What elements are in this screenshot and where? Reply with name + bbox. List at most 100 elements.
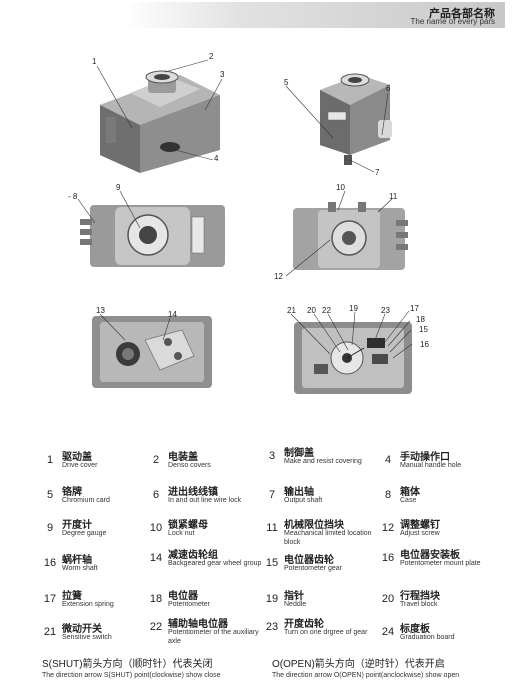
part-name-en: Lock nut	[168, 530, 195, 537]
part-name-en: Manual handle hole	[400, 462, 462, 469]
page-title-en: The name of every pars	[410, 17, 495, 26]
callout-20: 20	[307, 306, 316, 315]
part-item: 8 箱体 Case	[380, 483, 498, 519]
part-name-en: Degree gauge	[62, 530, 107, 537]
header-band: 产品各部名称 The name of every pars	[0, 0, 515, 30]
part-item: 18 电位器 Potentometer	[148, 587, 266, 623]
part-item: 10 锁紧螺母 Lock nut	[148, 516, 266, 552]
callout-16: 16	[420, 340, 429, 349]
part-item: 7 输出轴 Output shaft	[264, 483, 382, 519]
part-number: 24	[381, 626, 395, 638]
part-name-cn: 电装盖	[168, 452, 198, 463]
part-name-cn: 输出轴	[284, 487, 314, 498]
part-number: 21	[43, 626, 57, 638]
part-name-en: Output shaft	[284, 497, 323, 504]
callout-15: 15	[419, 325, 428, 334]
part-item: 14 减速齿轮组 Backgeared gear wheel group	[148, 546, 266, 582]
part-item: 19 指针 Neddle	[264, 587, 382, 623]
shut-note-cn: S(SHUT)箭头方向（顺时针）代表关闭	[42, 659, 213, 670]
part-number: 17	[43, 593, 57, 605]
part-number: 18	[149, 593, 163, 605]
part-name-en: Denso covers	[168, 462, 211, 469]
part-name-en: Worm shaft	[62, 565, 98, 572]
actuator-top-view	[80, 205, 225, 267]
shut-note-en: The direction arrow S(SHUT) point(clockw…	[42, 672, 221, 679]
part-name-cn: 辅助轴电位器	[168, 619, 228, 630]
callout-3: 3	[220, 70, 225, 79]
callout-18: 18	[416, 315, 425, 324]
open-note-cn: O(OPEN)箭头方向（逆时针）代表开启	[272, 659, 445, 670]
part-name-cn: 电位器	[168, 591, 198, 602]
part-number: 12	[381, 522, 395, 534]
part-name-en: Potentiometer of the auxiliary axle	[168, 629, 259, 645]
callout-13: 13	[96, 306, 105, 315]
part-name-en: Backgeared gear wheel group	[168, 560, 262, 567]
part-name-en: Chromium card	[62, 497, 110, 504]
part-name-cn: 开度齿轮	[284, 619, 324, 630]
header-band-shape	[124, 2, 505, 28]
callout-12: 12	[274, 272, 283, 281]
callout-5: 5	[284, 78, 289, 87]
part-name-en: Adjust screw	[400, 530, 440, 537]
leader-lines	[77, 59, 413, 359]
part-item: 5 铬牌 Chromium card	[42, 483, 160, 519]
actuator-rear-view	[320, 73, 392, 165]
part-number: 15	[265, 557, 279, 569]
callout-22: 22	[322, 306, 331, 315]
part-item: 17 拉簧 Extension spring	[42, 587, 160, 623]
part-name-en: Turn on one drgree of gear	[284, 629, 368, 636]
part-item: 2 电装盖 Denso covers	[148, 448, 266, 484]
callout-19: 19	[349, 304, 358, 313]
part-name-cn: 开度计	[62, 520, 92, 531]
part-item: 12 调整螺钉 Adjust screw	[380, 516, 498, 552]
part-name-cn: 指针	[284, 591, 304, 602]
callout-4: 4	[214, 154, 219, 163]
part-number: 11	[266, 522, 278, 534]
part-name-en: Extension spring	[62, 601, 114, 608]
actuator-front-view	[100, 70, 220, 173]
part-name-cn: 电位器安装板	[400, 550, 460, 561]
part-name-cn: 调整螺钉	[400, 520, 440, 531]
part-item: 24 标度板 Graduation board	[380, 620, 498, 656]
control-cover-interior	[294, 322, 412, 394]
callout-23: 23	[381, 306, 390, 315]
callout-14: 14	[168, 310, 177, 319]
part-number: 19	[265, 593, 279, 605]
part-name-cn: 制御盖	[284, 448, 314, 459]
part-number: 8	[384, 489, 392, 501]
part-name-en: Potentometer mount plate	[400, 560, 481, 567]
part-item: 11 机械限位挡块 Meachanical limited location b…	[264, 516, 382, 552]
part-name-en: Sensitive switch	[62, 634, 112, 641]
callout-11: 11	[389, 192, 398, 201]
part-name-en: Meachanical limited location block	[284, 530, 372, 546]
part-name-cn: 驱动盖	[62, 452, 92, 463]
callout-17: 17	[410, 304, 419, 313]
part-name-cn: 电位器齿轮	[284, 555, 334, 566]
part-number: 2	[152, 454, 160, 466]
part-item: 23 开度齿轮 Turn on one drgree of gear	[264, 615, 382, 651]
part-name-cn: 蜗杆轴	[62, 555, 92, 566]
part-number: 16	[381, 552, 395, 564]
callout-2: 2	[209, 52, 214, 61]
callout-7: 7	[375, 168, 380, 177]
shut-direction-note: S(SHUT)箭头方向（顺时针）代表关闭 The direction arrow…	[42, 655, 221, 679]
part-number: 22	[149, 621, 163, 633]
part-name-en: Drive cover	[62, 462, 98, 469]
part-number: 14	[149, 552, 163, 564]
part-name-cn: 手动操作口	[400, 452, 450, 463]
part-name-en: Potentometer	[168, 601, 211, 608]
part-name-cn: 行程挡块	[400, 591, 440, 602]
part-item: 20 行程挡块 Travel block	[380, 587, 498, 623]
actuator-bottom-view	[293, 202, 408, 270]
part-number: 20	[381, 593, 395, 605]
part-number: 23	[265, 621, 279, 633]
part-name-cn: 微动开关	[62, 624, 102, 635]
part-number: 4	[384, 454, 392, 466]
callout-1: 1	[92, 57, 97, 66]
open-direction-note: O(OPEN)箭头方向（逆时针）代表开启 The direction arrow…	[272, 655, 459, 679]
part-name-en: Potentometer gear	[284, 565, 342, 572]
part-item: 3 制御盖 Make and resist covering	[264, 444, 382, 480]
part-number: 1	[46, 454, 54, 466]
part-item: 6 进出线线镇 In and out line wire lock	[148, 483, 266, 519]
part-item: 16 电位器安装板 Potentometer mount plate	[380, 546, 498, 582]
